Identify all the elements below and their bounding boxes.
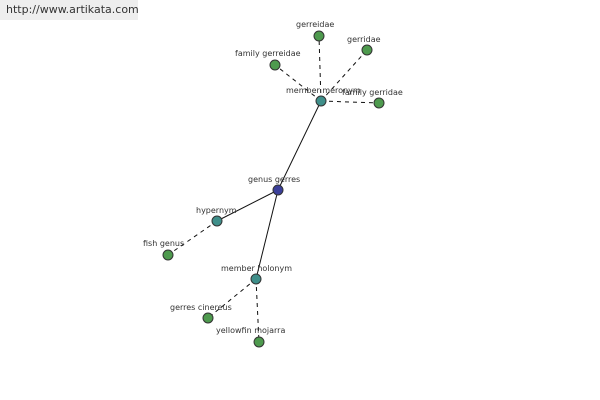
edge-member-holonym-to-yellowfin-mojarra xyxy=(255,278,260,343)
edge-member-holonym-to-gerres-cinereus xyxy=(207,278,257,319)
node-marker-member-holonym[interactable] xyxy=(250,273,262,285)
node-marker-member-meronym[interactable] xyxy=(315,95,327,107)
node-member-holonym[interactable]: member holonym xyxy=(221,264,292,285)
node-marker-gerridae[interactable] xyxy=(361,44,373,56)
edge-member-meronym-to-family-gerreidae xyxy=(274,64,322,102)
node-gerres-cinereus[interactable]: gerres cinereus xyxy=(170,303,232,324)
node-marker-gerres-cinereus[interactable] xyxy=(202,312,214,324)
node-marker-family-gerridae[interactable] xyxy=(373,97,385,109)
node-gerreidae[interactable]: gerreidae xyxy=(296,20,334,42)
node-center[interactable]: genus gerres xyxy=(248,175,300,196)
edge-center-to-member-meronym xyxy=(277,100,322,191)
graph-edges xyxy=(167,35,380,343)
node-marker-center[interactable] xyxy=(272,184,284,196)
node-hypernym[interactable]: hypernym xyxy=(196,206,237,227)
edge-member-meronym-to-gerridae xyxy=(320,49,368,102)
node-label-family-gerreidae[interactable]: family gerreidae xyxy=(235,49,301,58)
node-family-gerridae[interactable]: family gerridae xyxy=(342,88,403,109)
node-label-center[interactable]: genus gerres xyxy=(248,175,300,184)
node-label-gerres-cinereus[interactable]: gerres cinereus xyxy=(170,303,232,312)
site-url-banner[interactable]: http://www.artikata.com xyxy=(0,0,139,20)
node-label-fish-genus[interactable]: fish genus xyxy=(143,239,184,248)
node-member-meronym[interactable]: member meronym xyxy=(286,86,361,107)
edge-hypernym-to-fish-genus xyxy=(167,220,218,256)
edge-center-to-member-holonym xyxy=(255,189,279,280)
node-label-gerreidae[interactable]: gerreidae xyxy=(296,20,334,29)
node-label-member-holonym[interactable]: member holonym xyxy=(221,264,292,273)
node-gerridae[interactable]: gerridae xyxy=(347,35,381,56)
site-url-link[interactable]: http://www.artikata.com xyxy=(6,3,139,16)
node-yellowfin-mojarra[interactable]: yellowfin mojarra xyxy=(216,326,285,348)
node-marker-yellowfin-mojarra[interactable] xyxy=(253,336,265,348)
node-label-gerridae[interactable]: gerridae xyxy=(347,35,381,44)
edge-member-meronym-to-gerreidae xyxy=(318,35,322,102)
node-marker-gerreidae[interactable] xyxy=(313,30,325,42)
node-label-yellowfin-mojarra[interactable]: yellowfin mojarra xyxy=(216,326,285,335)
node-marker-family-gerreidae[interactable] xyxy=(269,59,281,71)
node-marker-hypernym[interactable] xyxy=(211,215,223,227)
node-fish-genus[interactable]: fish genus xyxy=(143,239,184,261)
node-label-hypernym[interactable]: hypernym xyxy=(196,206,237,215)
graph-nodes: genus gerres member meronym hypernym member… xyxy=(143,20,403,348)
edge-member-meronym-to-family-gerridae xyxy=(320,100,380,104)
node-label-family-gerridae[interactable]: family gerridae xyxy=(342,88,403,97)
edge-center-to-hypernym xyxy=(216,189,279,222)
node-family-gerreidae[interactable]: family gerreidae xyxy=(235,49,301,71)
node-label-member-meronym[interactable]: member meronym xyxy=(286,86,361,95)
node-marker-fish-genus[interactable] xyxy=(162,249,174,261)
